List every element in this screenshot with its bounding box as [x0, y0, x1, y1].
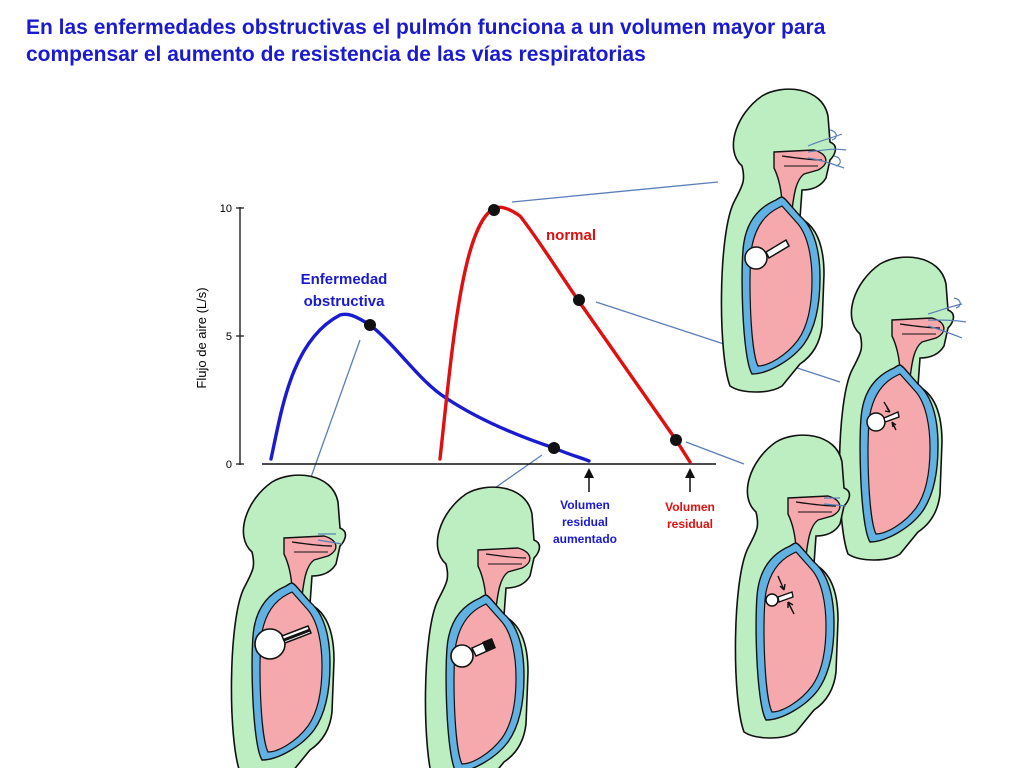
exhale-flow-icon — [317, 533, 343, 545]
figure-normal-end — [734, 434, 851, 739]
title-line-2: compensar el aumento de resistencia de l… — [26, 43, 646, 66]
compression-arrow-icon — [883, 401, 897, 431]
rv-increased-line-1: Volumen — [560, 498, 610, 512]
alveolus-icon — [765, 593, 779, 607]
y-tick-label-0: 0 — [226, 459, 232, 471]
rv-normal-marker: Volumen residual — [665, 468, 715, 531]
figure-normal-peak — [720, 88, 847, 393]
rv-normal-line-1: Volumen — [665, 500, 715, 514]
data-point-normal-end — [670, 434, 682, 446]
connector-normal-mid — [595, 301, 841, 383]
title-line-1: En las enfermedades obstructivas el pulm… — [26, 16, 826, 39]
data-point-normal-peak — [488, 204, 500, 216]
connector-normal-peak — [511, 181, 719, 203]
y-axis-label: Flujo de aire (L/s) — [194, 287, 209, 388]
figure-obstructive-peak — [230, 474, 347, 768]
alveolus-icon — [866, 412, 886, 432]
exhale-flow-icon — [927, 297, 967, 339]
series-label-obstructive-line-1: Enfermedad — [301, 271, 388, 288]
figure-normal-mid — [838, 256, 967, 561]
figure-obstructive-end — [424, 486, 541, 768]
rv-increased-line-2: residual — [562, 515, 608, 529]
page-title: En las enfermedades obstructivas el pulm… — [26, 14, 1006, 68]
rv-normal-line-2: residual — [667, 517, 713, 531]
alveolus-icon — [254, 628, 286, 660]
y-tick-label-10: 10 — [220, 203, 232, 215]
data-point-normal-mid — [573, 294, 585, 306]
connector-normal-end — [685, 441, 745, 465]
compression-arrow-icon — [777, 575, 795, 615]
series-line-normal — [438, 205, 692, 464]
series-label-obstructive-line-2: obstructiva — [304, 293, 386, 310]
connector-obstructive-end — [491, 454, 543, 491]
alveolus-icon — [744, 246, 768, 270]
data-point-obstructive-end — [548, 442, 560, 454]
connector-lines — [309, 181, 841, 491]
series-label-normal: normal — [546, 227, 596, 244]
series-line-obstructive — [269, 312, 591, 463]
alveolus-icon — [450, 644, 474, 668]
connector-obstructive-peak — [309, 339, 361, 481]
flow-chart: 10 5 0 Flujo de aire (L/s) normal Enferm… — [194, 203, 716, 546]
rv-increased-line-3: aumentado — [553, 532, 617, 546]
y-tick-label-5: 5 — [226, 331, 232, 343]
data-point-obstructive-peak — [364, 319, 376, 331]
rv-increased-marker: Volumen residual aumentado — [553, 468, 617, 546]
exhale-flow-icon — [823, 497, 847, 507]
exhale-flow-icon — [807, 129, 847, 169]
